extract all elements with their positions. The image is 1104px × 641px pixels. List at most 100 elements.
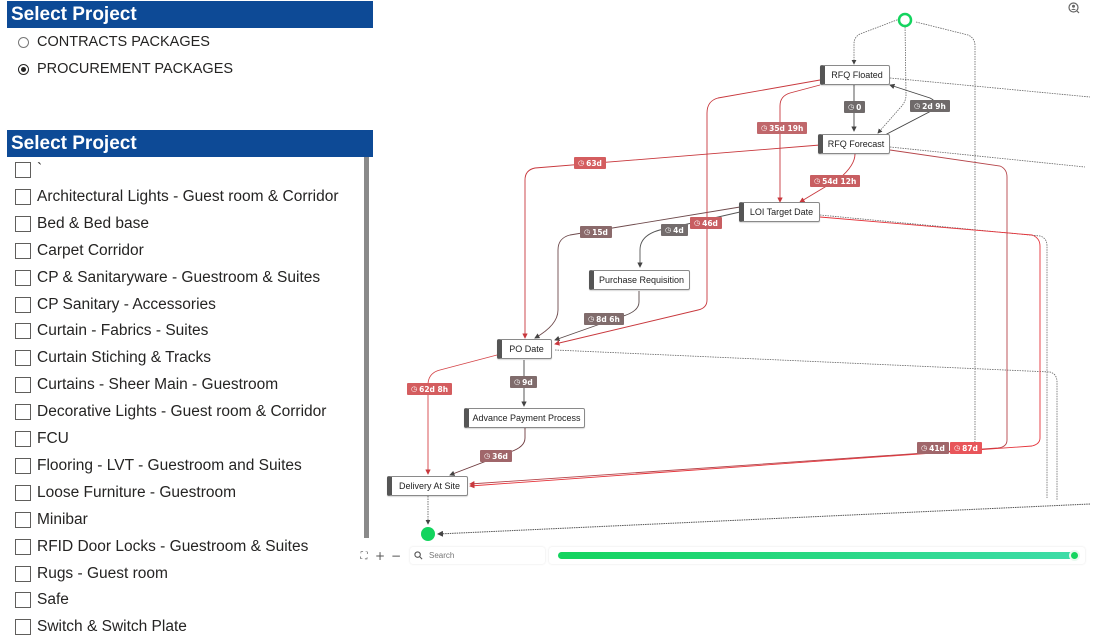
- checkbox[interactable]: [15, 619, 31, 636]
- project-list-item-label: Safe: [37, 591, 69, 609]
- project-list-item-label: Switch & Switch Plate: [37, 618, 187, 636]
- duration-badge: ◷87d: [950, 442, 982, 454]
- project-list-item[interactable]: Curtain Stiching & Tracks: [15, 347, 211, 369]
- edge-po-out: [554, 349, 1058, 500]
- process-map-edges: [421, 12, 1091, 541]
- radio-contracts-packages[interactable]: CONTRACTS PACKAGES: [18, 32, 210, 52]
- duration-badge: ◷54d 12h: [810, 175, 861, 187]
- duration-badge: ◷46d: [690, 217, 722, 229]
- project-list-item[interactable]: Switch & Switch Plate: [15, 616, 187, 638]
- clock-icon: ◷: [954, 444, 961, 452]
- node-rfq-forecast[interactable]: RFQ Forecast: [818, 134, 890, 154]
- node-po-date[interactable]: PO Date: [497, 339, 552, 359]
- project-list-item[interactable]: CP & Sanitaryware - Guestroom & Suites: [15, 267, 320, 289]
- project-list-item-label: Curtains - Sheer Main - Guestroom: [37, 376, 279, 394]
- duration-label: 2d 9h: [922, 101, 946, 111]
- zoom-out-button[interactable]: −: [390, 549, 402, 563]
- checkbox[interactable]: [15, 269, 31, 286]
- checkbox[interactable]: [15, 592, 31, 609]
- end-node: [421, 527, 435, 541]
- project-list: ` Architectural Lights - Guest room & Cor…: [7, 157, 373, 641]
- frequency-slider-track[interactable]: [558, 552, 1074, 559]
- checkbox[interactable]: [15, 162, 31, 178]
- project-list-item[interactable]: `: [15, 159, 42, 181]
- edge-loi-po: [534, 206, 741, 339]
- node-loi-target-date[interactable]: LOI Target Date: [739, 202, 820, 222]
- project-list-item-label: Flooring - LVT - Guestroom and Suites: [37, 456, 302, 474]
- edge-forecast-delivery: [469, 149, 1008, 487]
- map-search[interactable]: [410, 547, 545, 564]
- edge-floated-po: [554, 79, 821, 346]
- clock-icon: ◷: [921, 444, 928, 452]
- project-list-item[interactable]: FCU: [15, 428, 69, 450]
- project-list-item[interactable]: Carpet Corridor: [15, 240, 144, 262]
- checkbox[interactable]: [15, 350, 31, 367]
- edge-to-end: [437, 503, 1091, 537]
- project-list-item[interactable]: RFID Door Locks - Guestroom & Suites: [15, 536, 308, 558]
- checkbox[interactable]: [15, 511, 31, 528]
- checkbox[interactable]: [15, 484, 31, 501]
- clock-icon: ◷: [484, 452, 491, 460]
- reset-view-icon[interactable]: [1064, 0, 1084, 16]
- checkbox[interactable]: [15, 404, 31, 421]
- duration-label: 46d: [702, 218, 718, 228]
- project-list-item[interactable]: Loose Furniture - Guestroom: [15, 482, 236, 504]
- project-list-item[interactable]: Decorative Lights - Guest room & Corrido…: [15, 401, 326, 423]
- node-purchase-requisition[interactable]: Purchase Requisition: [589, 270, 690, 290]
- radio-button-selected[interactable]: [18, 63, 29, 75]
- checkbox[interactable]: [15, 457, 31, 474]
- zoom-in-button[interactable]: +: [374, 549, 386, 563]
- radio-procurement-packages[interactable]: PROCUREMENT PACKAGES: [18, 59, 233, 79]
- project-list-item-label: RFID Door Locks - Guestroom & Suites: [37, 537, 309, 555]
- clock-icon: ◷: [814, 177, 821, 185]
- start-node: [897, 12, 913, 28]
- duration-badge: ◷0: [844, 101, 866, 113]
- project-list-item-label: CP & Sanitaryware - Guestroom & Suites: [37, 268, 321, 286]
- duration-label: 54d 12h: [822, 176, 857, 186]
- checkbox[interactable]: [15, 538, 31, 555]
- checkbox[interactable]: [15, 377, 31, 394]
- clock-icon: ◷: [588, 315, 595, 323]
- project-list-item[interactable]: Bed & Bed base: [15, 213, 149, 235]
- process-map[interactable]: RFQ Floated RFQ Forecast LOI Target Date…: [350, 0, 1104, 545]
- frequency-slider-thumb[interactable]: [1069, 550, 1080, 561]
- edge-loi-out: [819, 214, 1048, 498]
- duration-label: 87d: [962, 443, 978, 453]
- project-list-item-label: Minibar: [37, 510, 88, 528]
- clock-icon: ◷: [694, 219, 701, 227]
- fit-view-icon[interactable]: ⛶: [360, 550, 368, 562]
- node-delivery-at-site[interactable]: Delivery At Site: [387, 476, 468, 496]
- project-list-item[interactable]: Minibar: [15, 509, 88, 531]
- checkbox[interactable]: [15, 242, 31, 259]
- project-list-item[interactable]: Curtain - Fabrics - Suites: [15, 320, 208, 342]
- radio-button[interactable]: [18, 36, 29, 48]
- project-list-item-label: `: [37, 161, 43, 178]
- duration-badge: ◷4d: [661, 224, 688, 236]
- checkbox[interactable]: [15, 188, 31, 205]
- search-input[interactable]: [427, 550, 541, 561]
- duration-badge: ◷8d 6h: [584, 313, 624, 325]
- project-list-item[interactable]: Architectural Lights - Guest room & Corr…: [15, 186, 339, 208]
- node-advance-payment-process[interactable]: Advance Payment Process: [464, 408, 585, 428]
- project-list-item[interactable]: Curtains - Sheer Main - Guestroom: [15, 374, 278, 396]
- project-list-item[interactable]: Rugs - Guest room: [15, 563, 168, 585]
- edge-rfq-floated-out: [889, 77, 1091, 98]
- project-list-item[interactable]: Safe: [15, 589, 69, 611]
- project-list-item-label: Curtain Stiching & Tracks: [37, 349, 212, 367]
- checkbox[interactable]: [15, 431, 31, 447]
- project-list-item-label: FCU: [37, 430, 69, 447]
- clock-icon: ◷: [761, 124, 768, 132]
- checkbox[interactable]: [15, 215, 31, 232]
- node-rfq-floated[interactable]: RFQ Floated: [820, 65, 890, 85]
- project-list-item[interactable]: Flooring - LVT - Guestroom and Suites: [15, 455, 302, 477]
- clock-icon: ◷: [914, 102, 921, 110]
- clock-icon: ◷: [848, 103, 855, 111]
- checkbox[interactable]: [15, 565, 31, 582]
- edge-floated-loi: [777, 84, 821, 203]
- duration-label: 15d: [592, 227, 608, 237]
- project-list-item[interactable]: CP Sanitary - Accessories: [15, 294, 216, 316]
- project-list-scrollbar[interactable]: [364, 157, 369, 538]
- radio-label: PROCUREMENT PACKAGES: [37, 61, 234, 77]
- checkbox[interactable]: [15, 296, 31, 313]
- checkbox[interactable]: [15, 323, 31, 340]
